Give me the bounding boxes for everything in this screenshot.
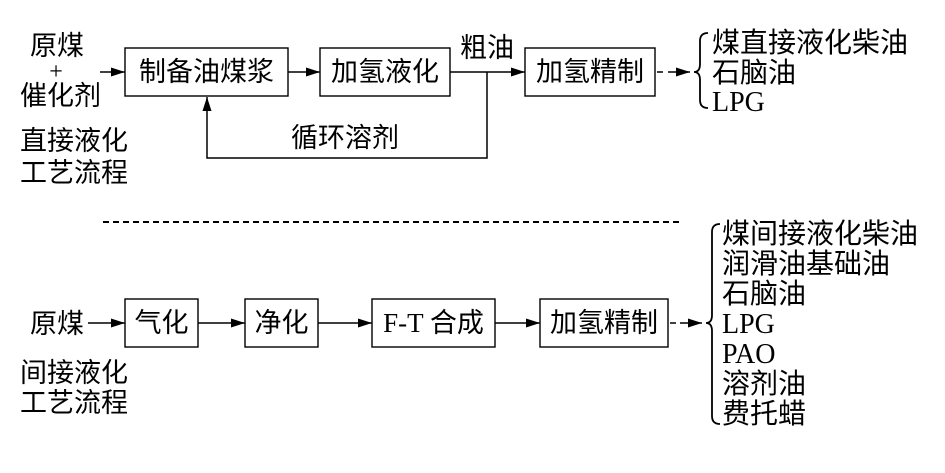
indirect-products-brace	[705, 223, 721, 425]
step-purification: 净化	[255, 308, 309, 338]
box-hydrorefining-indirect	[539, 298, 669, 348]
indirect-product-naphtha: 石脑油	[722, 278, 806, 310]
direct-process-title-line-2: 工艺流程	[20, 158, 128, 188]
box-hydrorefining-direct	[524, 47, 656, 97]
indirect-process-title-line-2: 工艺流程	[20, 388, 128, 418]
step-ft-synthesis: F-T 合成	[383, 308, 484, 338]
box-ft-synthesis	[371, 298, 496, 348]
direct-liquefaction-section: 原煤 + 催化剂 直接液化 工艺流程 制备油煤浆 加氢液化 粗油 加氢精制 煤直…	[20, 27, 908, 188]
direct-products-brace	[693, 32, 709, 109]
direct-input-plus: +	[49, 59, 63, 85]
indirect-product-diesel: 煤间接液化柴油	[722, 218, 918, 250]
box-gasification	[124, 298, 199, 348]
direct-product-lpg: LPG	[712, 87, 765, 118]
step-hydroliquefaction: 加氢液化	[331, 57, 439, 87]
indirect-process-title-line-1: 间接液化	[20, 358, 128, 388]
direct-input-catalyst: 催化剂	[20, 81, 101, 111]
indirect-liquefaction-section: 原煤 间接液化 工艺流程 气化 净化 F-T 合成 加氢精制 煤间接液化柴油 润…	[20, 218, 918, 430]
indirect-input-coal: 原煤	[30, 309, 84, 339]
box-purification	[244, 298, 319, 348]
indirect-product-solvent-oil: 溶剂油	[722, 368, 806, 400]
indirect-product-lube-base-oil: 润滑油基础油	[722, 248, 890, 280]
step-hydrorefining-indirect: 加氢精制	[550, 308, 658, 338]
indirect-product-pao: PAO	[722, 339, 775, 370]
direct-process-title-line-1: 直接液化	[20, 126, 128, 156]
step-gasification: 气化	[135, 308, 189, 338]
direct-product-naphtha: 石脑油	[712, 57, 796, 89]
indirect-product-lpg: LPG	[722, 309, 775, 340]
direct-product-diesel: 煤直接液化柴油	[712, 27, 908, 59]
box-prepare-slurry	[124, 47, 289, 97]
step-hydrorefining-direct: 加氢精制	[536, 57, 644, 87]
indirect-product-ft-wax: 费托蜡	[722, 398, 806, 430]
box-hydroliquefaction	[319, 47, 451, 97]
crude-oil-label: 粗油	[460, 33, 514, 63]
recycle-solvent-loop	[202, 72, 488, 159]
step-prepare-slurry: 制备油煤浆	[139, 57, 274, 87]
direct-input-coal: 原煤	[30, 31, 84, 61]
recycle-solvent-label: 循环溶剂	[291, 123, 399, 153]
